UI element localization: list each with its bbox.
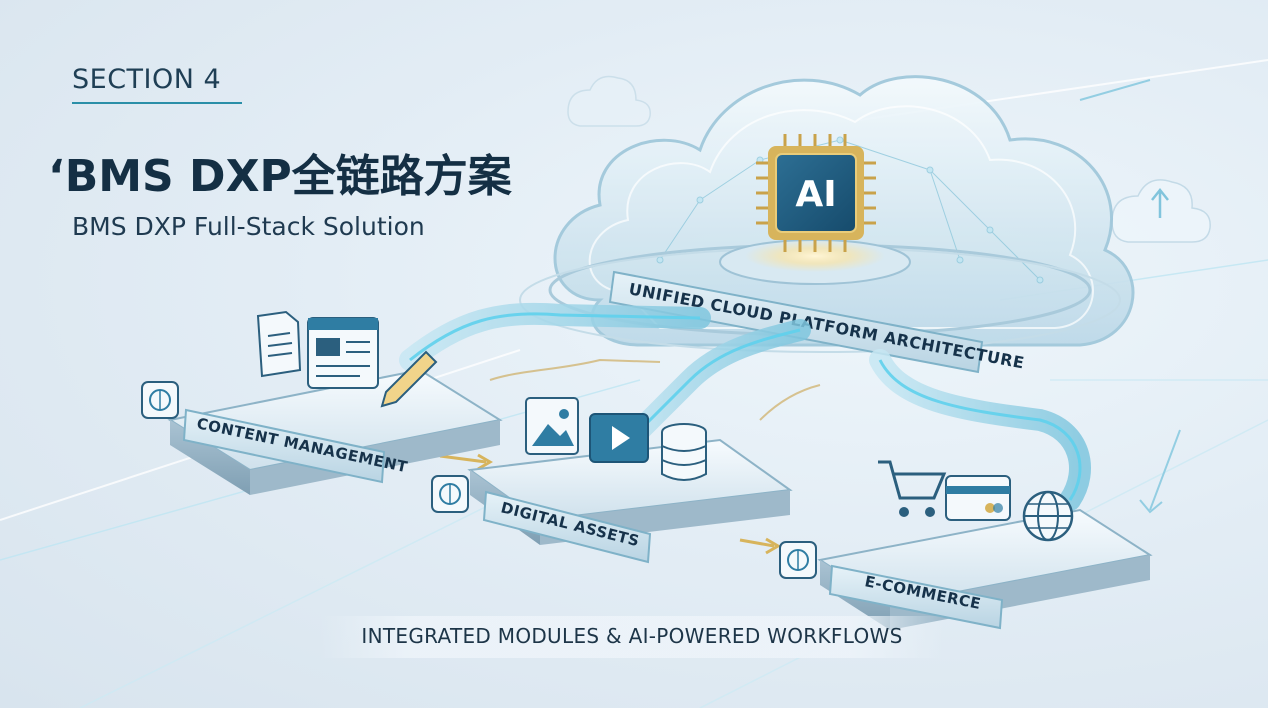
shopping-cart-icon xyxy=(878,460,947,517)
pencil-icon xyxy=(380,350,438,408)
document-icon xyxy=(256,310,302,378)
small-cloud-left-icon xyxy=(567,75,651,127)
brain-chip-icon xyxy=(431,475,469,513)
brain-chip-icon xyxy=(141,381,179,419)
page-title-cn: ‘BMS DXP全链路方案 xyxy=(48,151,512,202)
page-title-en: BMS DXP Full-Stack Solution xyxy=(72,212,425,241)
video-play-icon xyxy=(589,413,649,463)
database-icon xyxy=(661,423,707,481)
globe-icon xyxy=(1022,490,1074,542)
e-commerce-module: E-COMMERCE xyxy=(779,460,1153,630)
section-underline xyxy=(72,102,242,104)
section-label: SECTION 4 xyxy=(72,64,222,95)
flow-paths xyxy=(399,302,1091,555)
content-management-module: CONTENT MANAGEMENT xyxy=(141,310,503,495)
webpage-icon xyxy=(307,317,379,389)
credit-card-icon xyxy=(945,475,1011,521)
ai-chip-icon: AI xyxy=(756,134,876,252)
image-icon xyxy=(525,397,579,455)
brain-chip-icon xyxy=(779,541,817,579)
ai-chip-label: AI xyxy=(795,174,836,215)
digital-assets-module: DIGITAL ASSETS xyxy=(431,397,793,564)
small-cloud-upload-icon xyxy=(1111,179,1211,243)
caption-bar xyxy=(320,616,944,658)
footer-caption: INTEGRATED MODULES & AI-POWERED WORKFLOW… xyxy=(361,624,903,648)
